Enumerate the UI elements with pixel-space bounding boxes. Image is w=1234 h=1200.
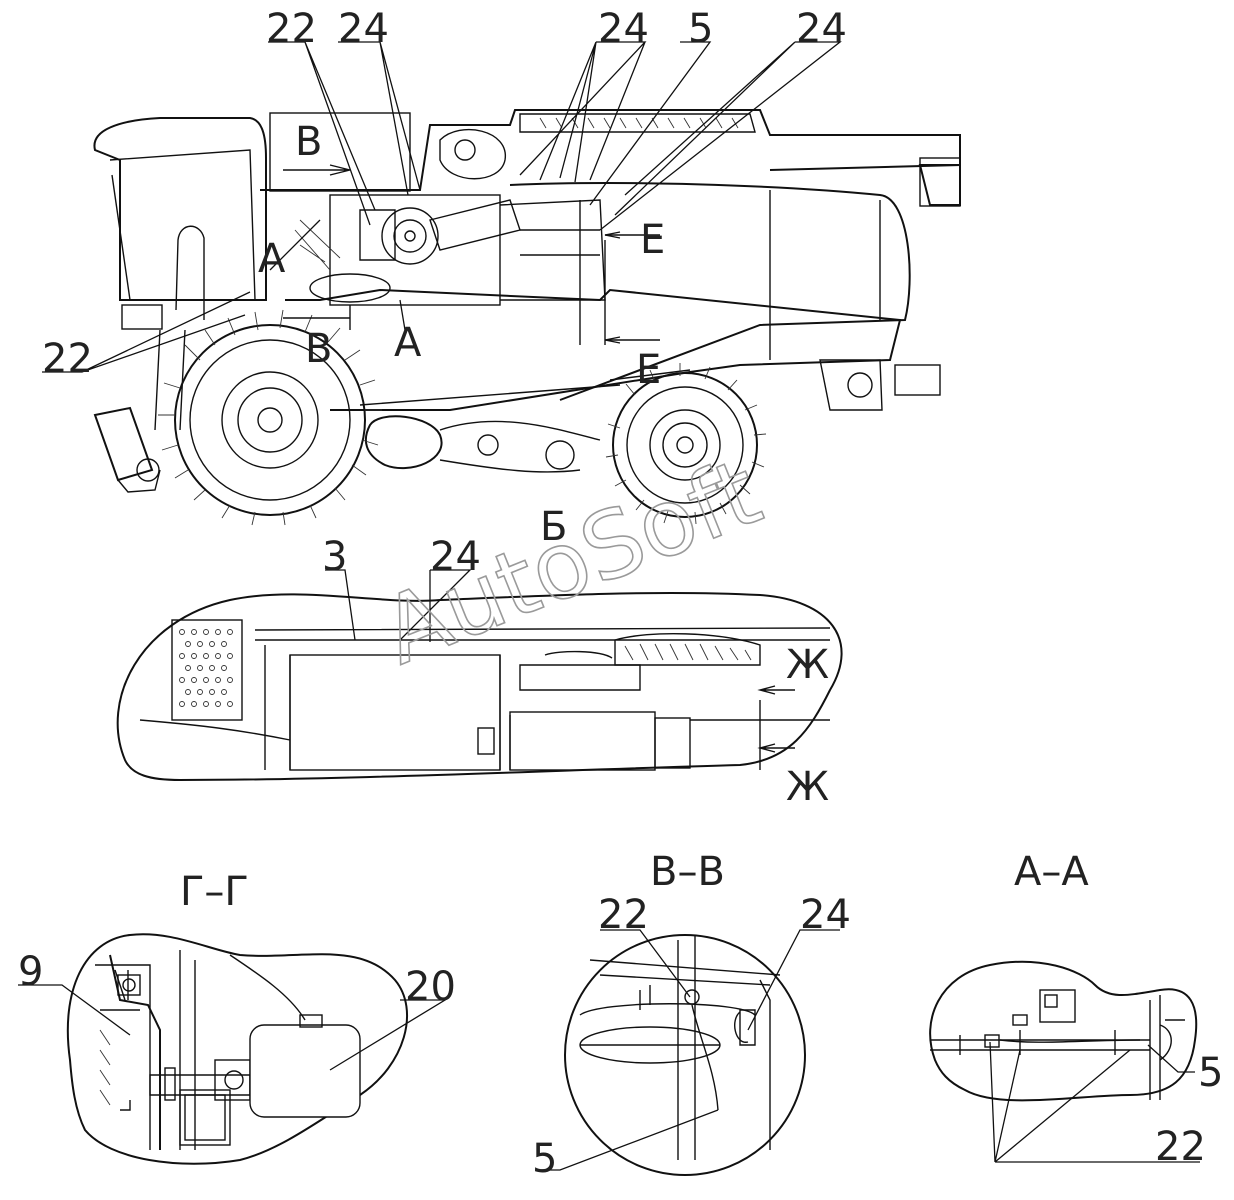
callout-5-top: 5 — [688, 6, 713, 52]
section-mark-e-bottom: Е — [636, 347, 661, 393]
rear-wheel — [605, 363, 767, 525]
detail-b-callout-3: 3 — [322, 534, 347, 580]
callout-24-top-a: 24 — [338, 6, 389, 52]
detail-b-callout-24: 24 — [430, 534, 481, 580]
section-mark-e-top: Е — [640, 217, 665, 263]
front-wheel — [158, 309, 382, 526]
section-vv — [535, 929, 840, 1176]
main-view — [93, 109, 961, 526]
section-mark-zh-bottom: Ж — [786, 764, 829, 810]
section-gg-callout-9: 9 — [18, 949, 43, 995]
section-mark-a-left: А — [258, 236, 286, 282]
perforated-panel — [179, 629, 233, 707]
section-mark-v-bottom: В — [305, 326, 332, 372]
watermark: AutoSoft — [368, 438, 774, 685]
section-gg-callout-20: 20 — [405, 964, 456, 1010]
section-aa-title: А–А — [1014, 849, 1089, 895]
section-vv-title: В–В — [650, 849, 725, 895]
section-mark-zh-top: Ж — [786, 642, 829, 688]
section-vv-callout-5: 5 — [532, 1136, 557, 1182]
callout-24-top-c: 24 — [796, 6, 847, 52]
main-view-leaders — [42, 41, 842, 373]
section-aa — [929, 960, 1200, 1163]
section-aa-labels: А–А 5 22 — [1014, 849, 1223, 1170]
section-vv-callout-22: 22 — [598, 892, 649, 938]
detail-b-title: Б — [540, 504, 567, 550]
detail-b — [116, 569, 843, 782]
section-gg — [18, 933, 448, 1165]
section-gg-title: Г–Г — [180, 869, 249, 915]
section-aa-callout-22: 22 — [1155, 1124, 1206, 1170]
main-view-labels: 22 24 24 5 24 22 В В А А Е Е — [42, 6, 847, 393]
section-gg-labels: Г–Г 9 20 — [18, 869, 456, 1010]
section-vv-callout-24: 24 — [800, 892, 851, 938]
detail-b-labels: Б 3 24 Ж Ж — [322, 504, 829, 810]
callout-22-left: 22 — [42, 336, 93, 382]
section-mark-a-right: А — [394, 320, 422, 366]
section-mark-v-top: В — [295, 119, 322, 165]
section-aa-callout-5: 5 — [1198, 1050, 1223, 1096]
section-vv-labels: В–В 22 24 5 — [532, 849, 851, 1182]
callout-24-top-b: 24 — [598, 6, 649, 52]
callout-22-top: 22 — [266, 6, 317, 52]
